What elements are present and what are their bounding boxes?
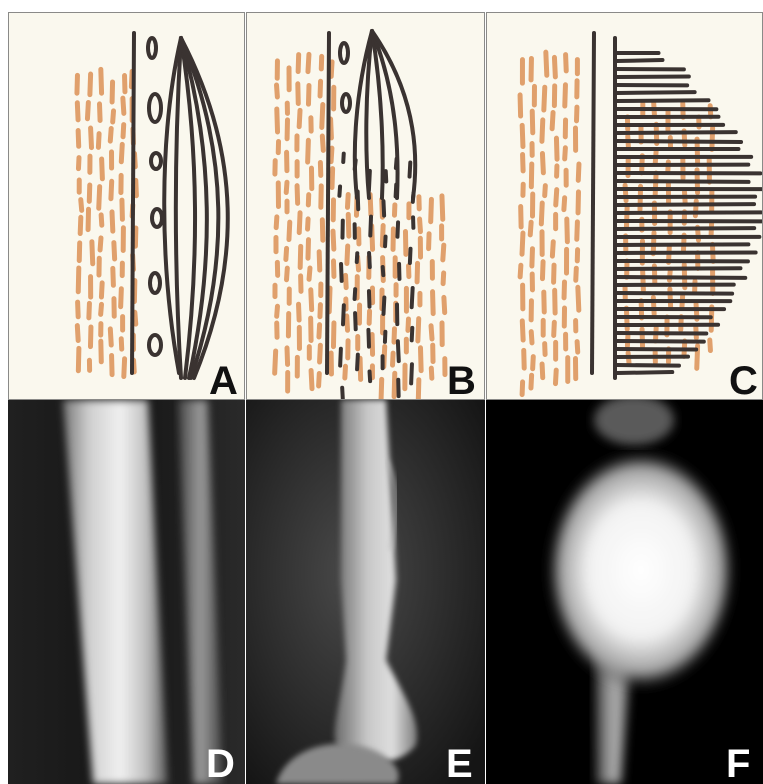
periosteal-reaction-sketch-b <box>247 13 485 400</box>
periosteal-reaction-sketch-a <box>9 13 245 400</box>
panel-f-radiograph: F <box>486 400 763 784</box>
panel-a-drawing: A <box>8 12 245 400</box>
panel-b-drawing: B <box>246 12 485 400</box>
panel-b-label: B <box>447 361 476 400</box>
panel-f-label: F <box>726 744 750 784</box>
periosteal-reaction-sketch-c <box>487 13 763 400</box>
radiograph-f-image <box>486 400 763 784</box>
panel-d-label: D <box>206 744 235 784</box>
panel-c-drawing: C <box>486 12 763 400</box>
panel-e-label: E <box>446 744 473 784</box>
radiograph-d-image <box>8 400 245 784</box>
panel-a-label: A <box>209 361 238 400</box>
panel-d-radiograph: D <box>8 400 245 784</box>
panel-c-label: C <box>729 361 758 400</box>
radiograph-e-image <box>246 400 485 784</box>
panel-e-radiograph: E <box>246 400 485 784</box>
